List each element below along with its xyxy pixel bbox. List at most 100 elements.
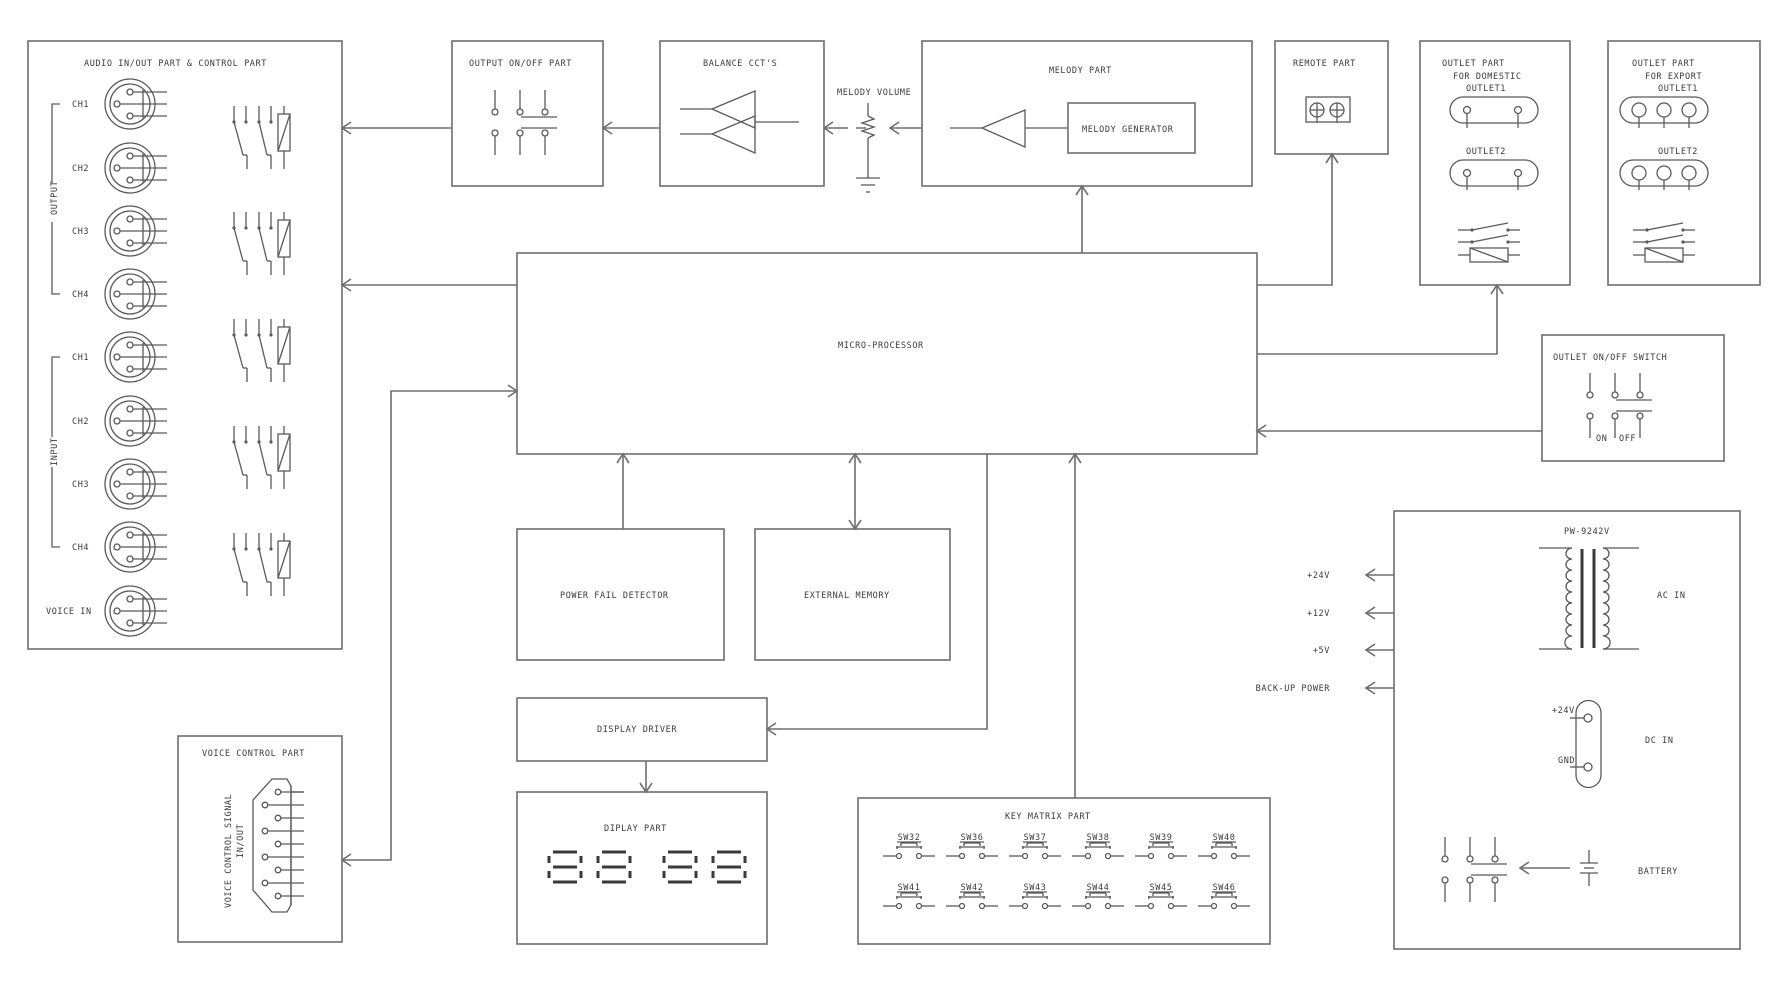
outlet-switch-off-label: OFF bbox=[1619, 434, 1636, 444]
input-group-label: INPUT bbox=[50, 437, 60, 466]
outlet-onoff-switch: OUTLET ON/OFF SWITCH ON OFF bbox=[1541, 334, 1725, 462]
input-ch3-label: CH3 bbox=[72, 480, 89, 490]
audio-part-box bbox=[27, 40, 343, 650]
battery-label: BATTERY bbox=[1638, 867, 1678, 877]
key-switch-label: SW36 bbox=[961, 833, 984, 843]
power-output-24v: +24V bbox=[1307, 571, 1330, 581]
connection-lines bbox=[341, 121, 1542, 867]
dsub-pin bbox=[274, 840, 282, 848]
micro-processor: MICRO-PROCESSOR bbox=[516, 252, 1258, 455]
power-fail-detector: POWER FAIL DETECTOR bbox=[516, 528, 725, 661]
voice-control-part: VOICE CONTROL PART VOICE CONTROL SIGNAL … bbox=[177, 735, 343, 943]
display-driver-label: DISPLAY DRIVER bbox=[597, 725, 677, 735]
voice-control-inout-label: IN/OUT bbox=[236, 824, 246, 858]
melody-generator-label: MELODY GENERATOR bbox=[1082, 125, 1174, 135]
power-output-5v: +5V bbox=[1313, 646, 1330, 656]
dsub-pin bbox=[261, 853, 269, 861]
output-ch3-label: CH3 bbox=[72, 227, 89, 237]
output-ch1-label: CH1 bbox=[72, 100, 89, 110]
dc-pin1-label: +24V bbox=[1552, 706, 1575, 716]
dsub-pin bbox=[274, 892, 282, 900]
export-title-line2: FOR EXPORT bbox=[1645, 72, 1702, 82]
remote-part-title: REMOTE PART bbox=[1293, 59, 1356, 69]
audio-in-out-control-part: AUDIO IN/OUT PART & CONTROL PART OUTPUT … bbox=[27, 40, 343, 650]
power-model-label: PW-9242V bbox=[1564, 527, 1610, 537]
domestic-outlet2-label: OUTLET2 bbox=[1466, 147, 1506, 157]
key-switch-label: SW37 bbox=[1024, 833, 1047, 843]
display-part: DIPLAY PART bbox=[516, 791, 768, 945]
export-outlet2-label: OUTLET2 bbox=[1658, 147, 1698, 157]
output-onoff-title: OUTPUT ON/OFF PART bbox=[469, 59, 572, 69]
outlet-part-export: OUTLET PART FOR EXPORT OUTLET1 OUTLET2 bbox=[1607, 40, 1761, 286]
power-output-backup: BACK-UP POWER bbox=[1256, 684, 1331, 694]
outlet-icon bbox=[1449, 96, 1539, 128]
output-group-label: OUTPUT bbox=[50, 181, 60, 215]
dc-pin2-label: GND bbox=[1558, 756, 1575, 766]
key-switch: SW44 bbox=[1071, 883, 1125, 910]
domestic-outlet1-label: OUTLET1 bbox=[1466, 84, 1506, 94]
key-switch: SW46 bbox=[1197, 883, 1251, 910]
key-switch-label: SW42 bbox=[961, 883, 984, 893]
input-ch4-label: CH4 bbox=[72, 543, 89, 553]
dsub-pin bbox=[274, 866, 282, 874]
digit-8 bbox=[662, 850, 698, 884]
dsub-pin bbox=[261, 879, 269, 887]
output-ch2-label: CH2 bbox=[72, 164, 89, 174]
key-switch: SW32 bbox=[882, 833, 936, 860]
remote-part: REMOTE PART bbox=[1274, 40, 1389, 155]
outlet-part-domestic: OUTLET PART FOR DOMESTIC OUTLET1 OUTLET2 bbox=[1419, 40, 1571, 286]
dc-in-connector-icon bbox=[1570, 699, 1602, 789]
key-switch-label: SW43 bbox=[1024, 883, 1047, 893]
input-ch2-label: CH2 bbox=[72, 417, 89, 427]
key-switch: SW45 bbox=[1134, 883, 1188, 910]
digit-8 bbox=[711, 850, 747, 884]
output-onoff-part: OUTPUT ON/OFF PART bbox=[451, 40, 604, 187]
domestic-title-line2: FOR DOMESTIC bbox=[1453, 72, 1522, 82]
key-switch: SW39 bbox=[1134, 833, 1188, 860]
domestic-title-line1: OUTLET PART bbox=[1442, 59, 1505, 69]
key-switch: SW40 bbox=[1197, 833, 1251, 860]
input-ch1-label: CH1 bbox=[72, 353, 89, 363]
power-supply-part: PW-9242V AC IN +24V +12V +5V BACK-UP POW… bbox=[1256, 510, 1741, 950]
key-switch-label: SW32 bbox=[898, 833, 921, 843]
digit-8 bbox=[547, 850, 583, 884]
key-switch-label: SW39 bbox=[1150, 833, 1173, 843]
key-switch-label: SW40 bbox=[1213, 833, 1236, 843]
key-switch-label: SW44 bbox=[1087, 883, 1110, 893]
key-switch: SW41 bbox=[882, 883, 936, 910]
display-driver: DISPLAY DRIVER bbox=[516, 697, 768, 762]
dsub-pin bbox=[261, 827, 269, 835]
key-switch: SW36 bbox=[945, 833, 999, 860]
melody-part: MELODY PART MELODY GENERATOR bbox=[921, 40, 1253, 187]
dc-in-label: DC IN bbox=[1645, 736, 1674, 746]
key-switch: SW38 bbox=[1071, 833, 1125, 860]
key-switch-label: SW38 bbox=[1087, 833, 1110, 843]
external-memory: EXTERNAL MEMORY bbox=[754, 528, 951, 661]
seven-segment-display bbox=[547, 850, 747, 884]
outlet-icon bbox=[1619, 159, 1709, 190]
melody-volume-label: MELODY VOLUME bbox=[837, 88, 911, 98]
micro-processor-label: MICRO-PROCESSOR bbox=[838, 341, 924, 351]
melody-generator-box bbox=[1067, 102, 1196, 154]
key-switch: SW43 bbox=[1008, 883, 1062, 910]
digit-8 bbox=[596, 850, 632, 884]
balance-title: BALANCE CCT'S bbox=[703, 59, 777, 69]
audio-part-title: AUDIO IN/OUT PART & CONTROL PART bbox=[84, 59, 267, 69]
key-switch-label: SW41 bbox=[898, 883, 921, 893]
export-title-line1: OUTLET PART bbox=[1632, 59, 1695, 69]
voice-control-title: VOICE CONTROL PART bbox=[202, 749, 305, 759]
battery-icon bbox=[1580, 850, 1598, 886]
power-output-12v: +12V bbox=[1307, 609, 1330, 619]
dsub-pin bbox=[274, 814, 282, 822]
amplifier-icon bbox=[680, 90, 799, 154]
transformer-icon bbox=[1539, 547, 1639, 650]
key-switch: SW37 bbox=[1008, 833, 1062, 860]
ac-in-label: AC IN bbox=[1657, 591, 1686, 601]
export-outlet1-label: OUTLET1 bbox=[1658, 84, 1698, 94]
output-ch4-label: CH4 bbox=[72, 290, 89, 300]
display-part-label: DIPLAY PART bbox=[604, 824, 667, 834]
outlet-switch-title: OUTLET ON/OFF SWITCH bbox=[1553, 353, 1667, 363]
external-memory-label: EXTERNAL MEMORY bbox=[804, 591, 890, 601]
